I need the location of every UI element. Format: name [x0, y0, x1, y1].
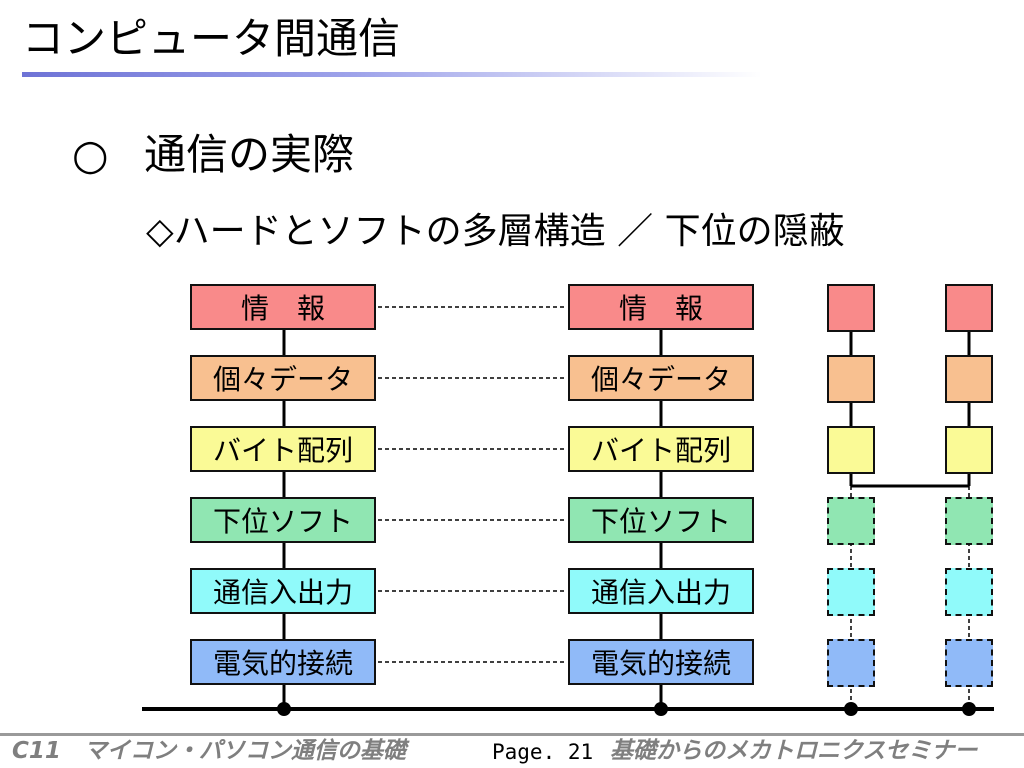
small-box-b-6 — [945, 639, 993, 687]
footer-series: 基礎からのメカトロニクスセミナー — [610, 738, 978, 764]
right-layer-comm-io: 通信入出力 — [568, 568, 754, 614]
small-box-a-5 — [827, 568, 875, 616]
small-box-b-3 — [945, 426, 993, 474]
circle-bullet: ○ — [72, 130, 109, 179]
small-box-b-4 — [945, 497, 993, 545]
small-box-a-6 — [827, 639, 875, 687]
small-box-a-4 — [827, 497, 875, 545]
small-box-a-1 — [827, 284, 875, 332]
small-box-b-2 — [945, 355, 993, 403]
section-heading-text: 通信の実際 — [144, 130, 355, 179]
footer-course: C11 マイコン・パソコン通信の基礎 — [12, 738, 406, 764]
left-layer-comm-io: 通信入出力 — [190, 568, 376, 614]
footer-page-number: Page. 21 — [492, 740, 594, 764]
left-layer-information: 情 報 — [190, 284, 376, 330]
small-box-b-5 — [945, 568, 993, 616]
right-layer-electrical: 電気的接続 — [568, 639, 754, 685]
left-layer-byte-array: バイト配列 — [190, 426, 376, 472]
junction-dot — [844, 702, 858, 716]
section-heading: ○通信の実際 — [72, 134, 354, 176]
left-layer-lower-software: 下位ソフト — [190, 497, 376, 543]
junction-dot — [277, 702, 291, 716]
right-layer-byte-array: バイト配列 — [568, 426, 754, 472]
footer-rule — [0, 733, 1024, 736]
slide-title: コンピュータ間通信 — [22, 14, 401, 63]
left-layer-electrical: 電気的接続 — [190, 639, 376, 685]
junction-dot — [654, 702, 668, 716]
junction-dot — [962, 702, 976, 716]
small-box-a-3 — [827, 426, 875, 474]
right-layer-information: 情 報 — [568, 284, 754, 330]
small-box-a-2 — [827, 355, 875, 403]
subheading: ◇ハードとソフトの多層構造 ／ 下位の隠蔽 — [146, 211, 845, 252]
right-layer-data-items: 個々データ — [568, 355, 754, 401]
title-underline — [22, 72, 762, 77]
small-box-b-1 — [945, 284, 993, 332]
right-layer-lower-software: 下位ソフト — [568, 497, 754, 543]
left-layer-data-items: 個々データ — [190, 355, 376, 401]
